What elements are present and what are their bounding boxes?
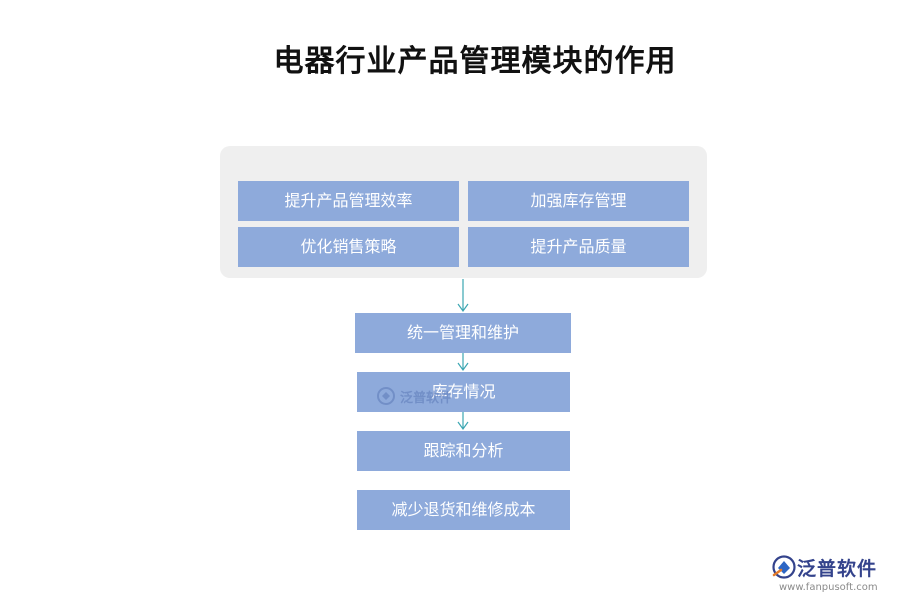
flow-step-label: 统一管理和维护 — [406, 323, 519, 342]
arrow-connector — [457, 411, 469, 431]
flow-step-reduce-costs: 减少退货和维修成本 — [357, 490, 570, 530]
flow-step-label: 减少退货和维修成本 — [391, 500, 536, 519]
brand-mark: 泛普软件 www.fanpusoft.com — [770, 552, 900, 600]
panel-item-efficiency: 提升产品管理效率 — [238, 181, 459, 221]
panel-item-label: 提升产品质量 — [530, 237, 627, 256]
panel-item-sales: 优化销售策略 — [238, 227, 459, 267]
brand-url: www.fanpusoft.com — [779, 582, 878, 593]
brand-name: 泛普软件 — [797, 558, 878, 580]
arrow-connector — [457, 352, 469, 372]
panel-item-inventory: 加强库存管理 — [468, 181, 689, 221]
flow-step-label: 跟踪和分析 — [423, 441, 504, 460]
watermark: 泛普软件 — [376, 386, 452, 406]
flow-step-unified: 统一管理和维护 — [355, 313, 571, 353]
page-title: 电器行业产品管理模块的作用 — [273, 44, 677, 79]
panel-item-quality: 提升产品质量 — [468, 227, 689, 267]
panel-item-label: 加强库存管理 — [530, 191, 627, 210]
arrow-connector — [457, 279, 469, 313]
fanpu-logo-icon — [377, 387, 395, 405]
fanpu-logo-icon — [772, 555, 796, 579]
flow-step-inventory-status: 库存情况 — [357, 372, 570, 412]
watermark-text: 泛普软件 — [400, 390, 453, 406]
panel-item-label: 提升产品管理效率 — [284, 191, 413, 210]
flow-step-tracking: 跟踪和分析 — [357, 431, 570, 471]
panel-item-label: 优化销售策略 — [300, 237, 397, 256]
flow-step-label: 库存情况 — [431, 382, 496, 401]
